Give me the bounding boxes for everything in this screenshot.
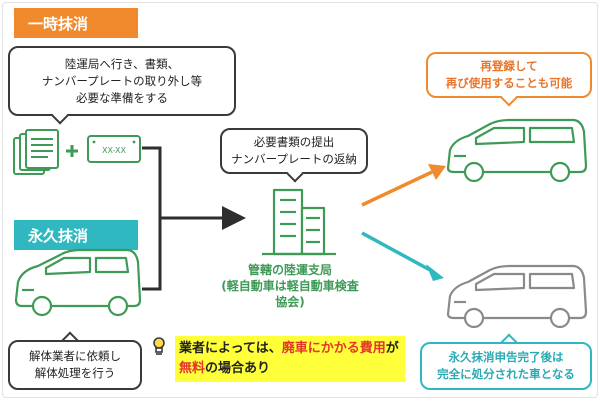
arrow-head-orange: [428, 164, 446, 180]
scrapped-bubble: 永久抹消申告完了後は 完全に処分された車となる: [420, 342, 592, 390]
temporary-step-line1: 陸運局へ行き、書類、: [64, 56, 180, 71]
cost-note: 業者によっては、廃車にかかる費用が無料の場合あり: [175, 336, 405, 382]
note-segment-highlight: 無料: [179, 361, 206, 376]
permanent-step-line2: 解体処理を行う: [34, 366, 116, 380]
documents-icon: [13, 129, 59, 175]
arrow-head-teal: [426, 264, 444, 281]
temporary-step-bubble: 陸運局へ行き、書類、 ナンバープレートの取り外し等 必要な準備をする: [8, 46, 236, 116]
note-segment-highlight: る費用: [346, 341, 386, 356]
temporary-deregistration-tag: 一時抹消: [14, 8, 138, 38]
arrow-to-scrapped: [361, 231, 431, 272]
permanent-deregistration-tag: 永久抹消: [14, 220, 138, 250]
flow-line-bottom: [142, 218, 162, 291]
permanent-tag-label: 永久抹消: [28, 226, 89, 245]
permanent-step-line1: 解体業者に依頼し: [29, 349, 121, 363]
reregister-line1: 再登録して: [480, 59, 538, 73]
bureau-bubble-line1: 必要書類の提出: [253, 135, 335, 149]
note-segment: 業者によっては、: [179, 341, 282, 356]
plus-icon: [66, 145, 78, 157]
plate-bolt-icon: [92, 140, 96, 144]
scrapped-line2: 完全に処分された車となる: [437, 367, 575, 381]
arrow-to-reregister: [361, 170, 433, 207]
license-plate-icon: [87, 135, 141, 163]
permanent-step-bubble: 解体業者に依頼し 解体処理を行う: [8, 340, 142, 390]
reregister-bubble: 再登録して 再び使用することも可能: [426, 52, 592, 98]
temporary-step-line2: ナンバープレートの取り外し等: [41, 73, 203, 88]
bureau-label: 管轄の陸運支局 (軽自動車は軽自動車検査協会): [220, 262, 360, 310]
note-segment: が: [385, 341, 399, 356]
note-segment: の場合あり: [205, 361, 271, 376]
reregister-line2: 再び使用することも可能: [445, 76, 573, 90]
bureau-name: 管轄の陸運支局: [247, 263, 332, 277]
scrapped-line1: 永久抹消申告完了後は: [448, 350, 564, 364]
temporary-tag-label: 一時抹消: [28, 14, 89, 33]
plate-bolt-icon: [132, 140, 136, 144]
bureau-bubble-line2: ナンバープレートの返納: [231, 152, 357, 166]
temporary-step-line3: 必要な準備をする: [76, 90, 168, 105]
license-plate-number: XX-XX: [102, 146, 127, 155]
bureau-note: (軽自動車は軽自動車検査協会): [221, 279, 359, 309]
note-segment-highlight: 廃車にかか: [281, 341, 347, 356]
flow-line-top: [142, 146, 162, 218]
